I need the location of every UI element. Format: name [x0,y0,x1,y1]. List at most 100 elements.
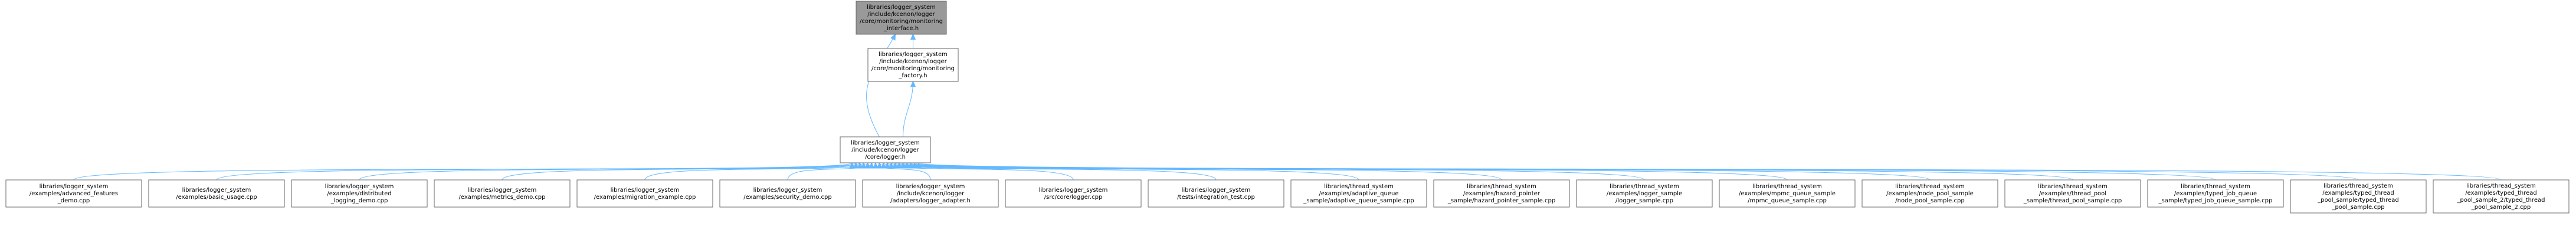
node-l2[interactable]: libraries/logger_system/examples/distrib… [291,179,428,208]
edge-arrowhead [896,162,902,169]
node-label-line: /mpmc_queue_sample.cpp [1748,198,1827,204]
node-label-line: /src/core/logger.cpp [1044,194,1103,201]
node-label-line: libraries/logger_system [1182,187,1251,193]
dependency-edge [502,162,864,181]
dependency-edge [890,162,1502,181]
dependency-edge [906,162,2073,181]
node-label-line: libraries/thread_system [1467,183,1536,190]
node-label-line: /core/monitoring/monitoring [860,18,943,25]
node-box [5,179,142,208]
node-box [1148,179,1284,208]
edge-arrowhead [916,162,922,169]
edge-arrowhead [880,162,886,169]
node-label-line: /adapters/logger_adapter.h [890,198,971,204]
node-n0[interactable]: libraries/logger_system/include/kcenon/l… [856,1,947,35]
edge-arrowhead [876,162,883,169]
node-label-line: /examples/mpmc_queue_sample [1739,191,1836,197]
node-l17[interactable]: libraries/thread_system/examples/typed_t… [2433,179,2570,214]
dependency-edge [73,162,853,181]
node-label-line: /examples/typed_job_queue [2174,191,2257,197]
node-label-line: /examples/adaptive_queue [1319,191,1398,197]
node-label-line: libraries/logger_system [611,187,680,193]
node-label-line: /tests/integration_test.cpp [1177,194,1255,201]
node-label-line: libraries/logger_system [879,51,948,58]
node-box [840,136,931,163]
node-box [719,179,856,208]
node-label-line: libraries/logger_system [753,187,822,193]
node-l10[interactable]: libraries/thread_system/examples/hazard_… [1433,179,1570,208]
node-label-line: /examples/thread_pool [2039,191,2106,197]
node-label-line: libraries/thread_system [2466,183,2536,189]
dependency-edge [902,162,1931,181]
dependency-edge [903,81,913,137]
edge-arrowhead [912,162,918,169]
edge-arrowhead [890,33,896,41]
node-label-line: _demo.cpp [57,198,90,204]
node-l1[interactable]: libraries/logger_system/examples/basic_u… [148,179,285,208]
node-box [1290,179,1427,208]
node-box [148,179,285,208]
node-l9[interactable]: libraries/thread_system/examples/adaptiv… [1290,179,1427,208]
dependency-edge [879,162,1074,181]
node-l0[interactable]: libraries/logger_system/examples/advance… [5,179,142,208]
node-label-line: libraries/thread_system [1324,183,1394,190]
node-l8[interactable]: libraries/logger_system/tests/integratio… [1148,179,1284,208]
node-label-line: /logger_sample.cpp [1615,198,1673,204]
node-box [1576,179,1713,208]
node-label-line: _pool_sample.cpp [2331,204,2384,211]
node-box [2147,179,2284,208]
node-box [1005,179,1142,208]
node-label-line: /examples/basic_usage.cpp [176,194,257,201]
node-label-line: /include/kcenon/logger [879,58,947,65]
node-label-line: /examples/advanced_features [30,191,118,197]
node-l16[interactable]: libraries/thread_system/examples/typed_t… [2290,179,2427,214]
node-box [1861,179,1998,208]
edge-arrowhead [910,33,916,40]
node-box [2433,179,2570,214]
dependency-edge [216,162,857,181]
node-label-line: libraries/thread_system [1752,183,1822,190]
edge-arrowhead [869,162,875,169]
node-l4[interactable]: libraries/logger_system/examples/migrati… [576,179,713,208]
node-label-line: libraries/logger_system [1039,187,1108,193]
node-label-line: _interface.h [883,25,919,32]
node-l5[interactable]: libraries/logger_system/examples/securit… [719,179,856,208]
node-l12[interactable]: libraries/thread_system/examples/mpmc_qu… [1719,179,1856,208]
dependency-edge [644,162,869,181]
node-l7[interactable]: libraries/logger_system/src/core/logger.… [1005,179,1142,208]
node-label-line: _sample/thread_pool_sample.cpp [2023,198,2122,204]
node-label-line: libraries/logger_system [182,187,251,193]
node-label-line: _pool_sample_2/typed_thread [2457,197,2545,204]
node-label-line: /core/monitoring/monitoring [871,65,955,72]
edge-arrowhead [904,162,910,169]
node-label-line: /core/logger.h [865,154,906,160]
node-label-line: libraries/logger_system [896,183,965,190]
node-label-line: /examples/typed_thread [2465,190,2536,196]
node-n2[interactable]: libraries/logger_system/include/kcenon/l… [840,136,931,163]
node-label-line: libraries/thread_system [2038,183,2108,190]
node-box [2004,179,2141,208]
node-label-line: libraries/logger_system [867,4,936,11]
node-label-line: /node_pool_sample.cpp [1895,198,1964,204]
dependency-edge [910,162,2216,181]
node-box [2290,179,2427,214]
nodes: libraries/logger_system/include/kcenon/l… [5,1,2570,214]
node-label-line: libraries/logger_system [468,187,537,193]
edge-arrowhead [888,162,894,169]
node-l14[interactable]: libraries/thread_system/examples/thread_… [2004,179,2141,208]
node-label-line: /examples/hazard_pointer [1463,191,1541,197]
node-l6[interactable]: libraries/logger_system/include/kcenon/l… [862,179,999,208]
node-l15[interactable]: libraries/thread_system/examples/typed_j… [2147,179,2284,208]
node-l3[interactable]: libraries/logger_system/examples/metrics… [434,179,571,208]
node-n1[interactable]: libraries/logger_system/include/kcenon/l… [867,48,959,82]
node-l11[interactable]: libraries/thread_system/examples/logger_… [1576,179,1713,208]
node-label-line: _logging_demo.cpp [330,198,388,204]
node-box [1433,179,1570,208]
edge-arrowhead [907,162,914,169]
dependency-edge [787,162,872,181]
node-l13[interactable]: libraries/thread_system/examples/node_po… [1861,179,1998,208]
node-label-line: libraries/logger_system [851,140,920,146]
node-label-line: /examples/node_pool_sample [1886,191,1974,197]
node-box [862,179,999,208]
edge-arrowhead [910,80,916,87]
